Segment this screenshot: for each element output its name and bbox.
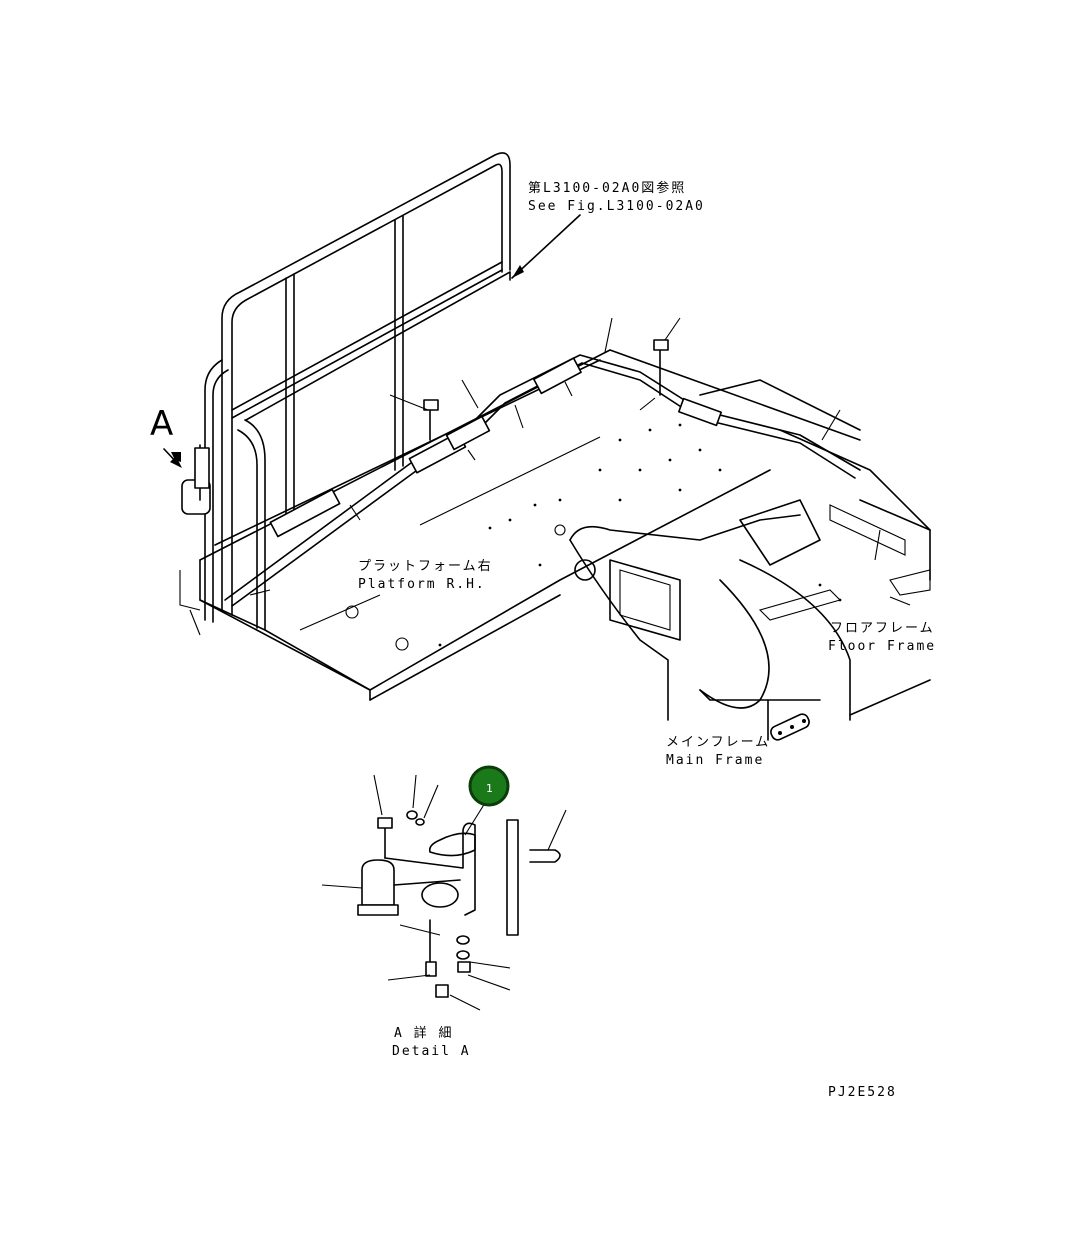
floor-frame-label-en: Floor Frame bbox=[828, 639, 936, 654]
detail-a-label-jp: A 詳 細 bbox=[394, 1025, 453, 1041]
platform-label-en: Platform R.H. bbox=[358, 577, 486, 592]
platform-label-jp: プラットフォーム右 bbox=[358, 559, 493, 574]
main-frame-label-jp: メインフレーム bbox=[666, 735, 770, 750]
leader-lines-upper bbox=[189, 214, 911, 636]
ref-label-jp: 第L3100-02A0図参照 bbox=[528, 180, 686, 196]
view-a-label: A bbox=[150, 404, 173, 444]
beacon-assembly bbox=[181, 444, 211, 515]
callout-1-circle[interactable] bbox=[468, 765, 510, 807]
view-a-arrow bbox=[162, 448, 182, 468]
deck-bolt-holes bbox=[438, 423, 842, 647]
callout-1-number[interactable]: 1 bbox=[486, 782, 493, 795]
handrail bbox=[204, 152, 511, 631]
detail-a-drawing bbox=[321, 774, 567, 1011]
main-frame bbox=[569, 379, 931, 741]
detail-a-label-en: Detail A bbox=[392, 1044, 471, 1059]
main-frame-label-en: Main Frame bbox=[666, 753, 764, 768]
callout-1[interactable]: 1 bbox=[468, 765, 510, 807]
ref-label-en: See Fig.L3100-02A0 bbox=[528, 199, 705, 214]
floor-frame-label-jp: フロアフレーム bbox=[830, 621, 935, 636]
hose-routing bbox=[224, 339, 861, 607]
drawing-code: PJ2E528 bbox=[828, 1085, 897, 1100]
